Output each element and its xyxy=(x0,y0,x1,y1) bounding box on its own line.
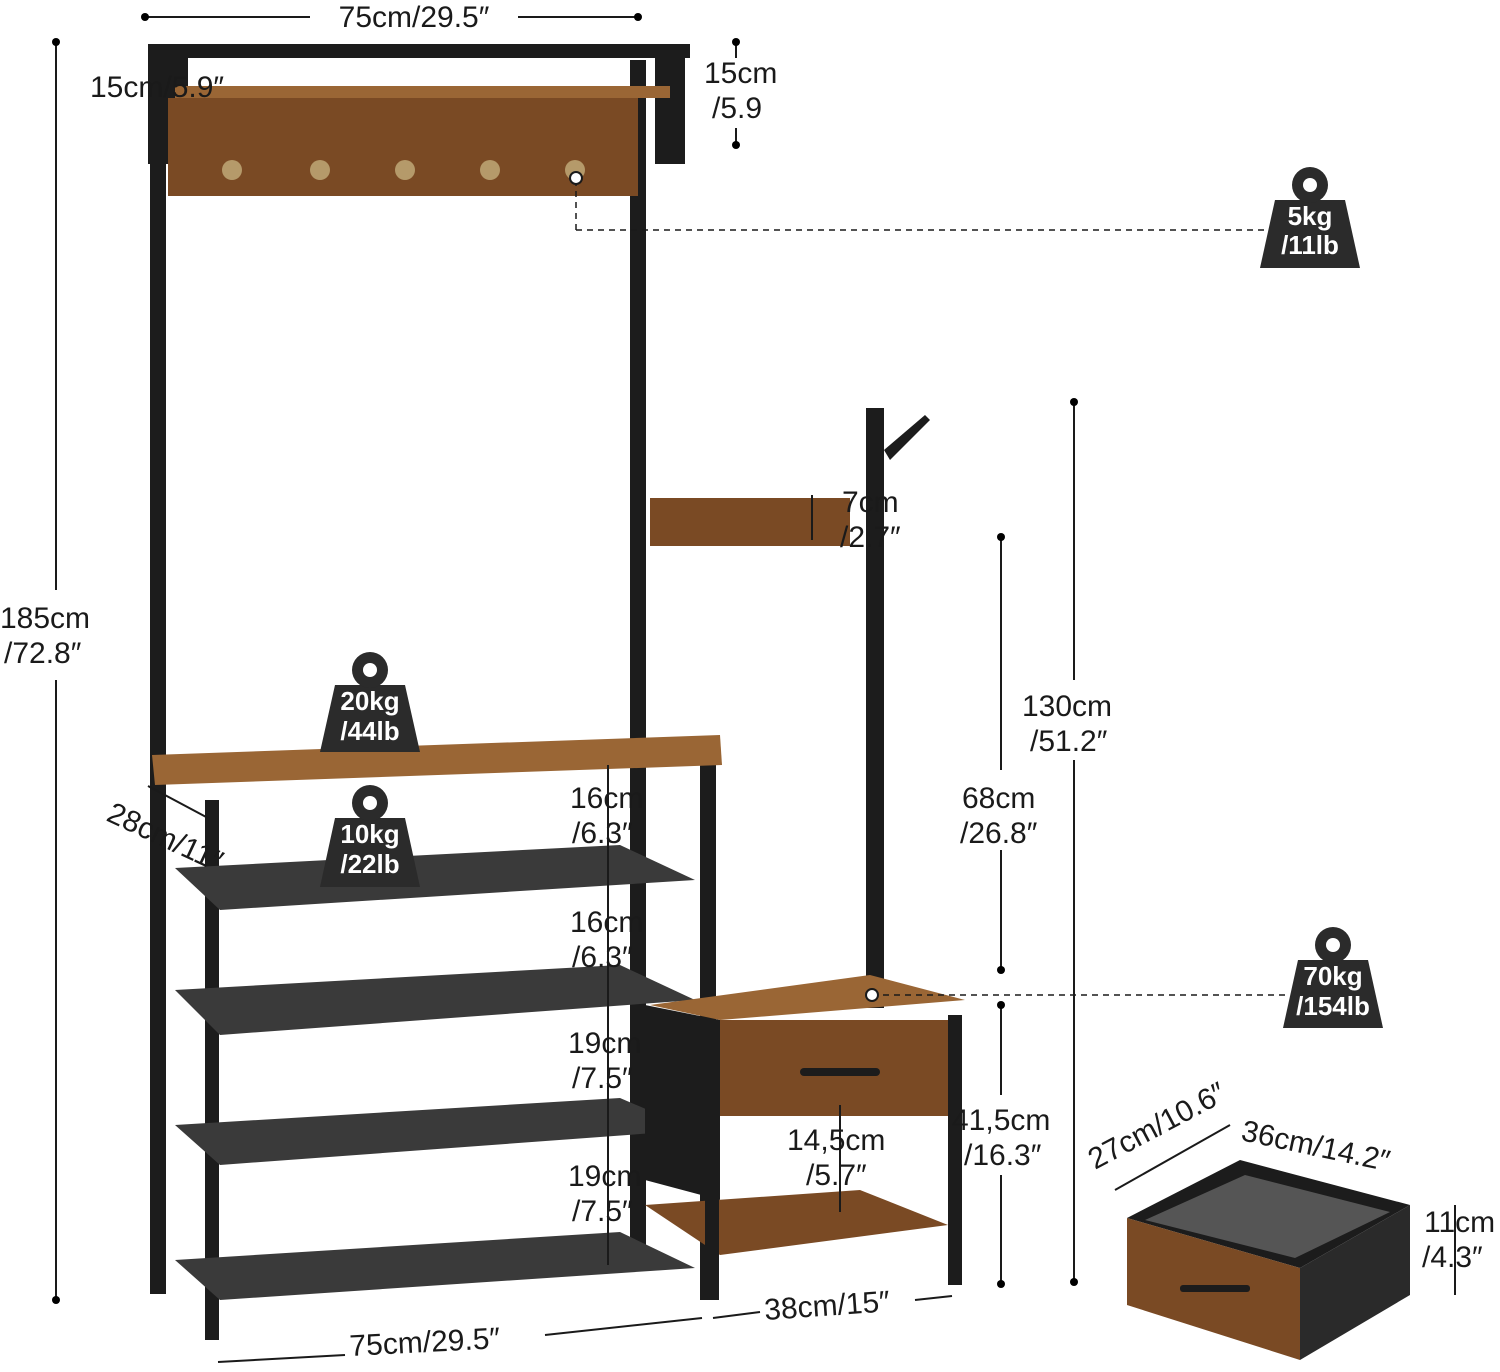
bench-total-height-line1: 130cm xyxy=(1022,690,1112,723)
hook-board-height-line1: 7cm xyxy=(842,486,899,519)
drawer-box xyxy=(1127,1160,1410,1360)
top-shelf-load-line1: 20kg xyxy=(340,686,399,716)
top-shelf-depth-label: 15cm/5.9″ xyxy=(90,71,224,104)
hook-load-line2: /11lb xyxy=(1281,230,1339,260)
upper-bench-shelf xyxy=(152,735,722,785)
bench-post-height-line1: 68cm xyxy=(962,782,1035,815)
top-board-height-line1: 15cm xyxy=(704,57,777,90)
coat-hooks xyxy=(222,160,585,180)
shelf-gap-2-line2: /6.3″ xyxy=(572,941,633,974)
bench-height-line2: /16.3″ xyxy=(964,1139,1042,1172)
hook-load-line1: 5kg xyxy=(1288,201,1333,231)
top-width-label: 75cm/29.5″ xyxy=(339,1,490,34)
shelf-gap-1-line1: 16cm xyxy=(570,782,643,815)
hook-board-height-line2: /2.7″ xyxy=(840,521,901,554)
bench-post-height-line2: /26.8″ xyxy=(960,817,1038,850)
shelf-gap-2-line1: 16cm xyxy=(570,906,643,939)
shelf-gap-3-line1: 19cm xyxy=(568,1027,641,1060)
shelf-gap-4-line1: 19cm xyxy=(568,1160,641,1193)
drawer-depth-label: 27cm/10.6″ xyxy=(1083,1076,1232,1176)
bench-load-line1: 70kg xyxy=(1303,961,1362,991)
weight-tag-bench: 70kg /154lb xyxy=(1283,927,1383,1028)
shelf-gap-3-line2: /7.5″ xyxy=(572,1062,633,1095)
mesh-shelf-load-line2: /22lb xyxy=(340,849,399,879)
bench-load-line2: /154lb xyxy=(1296,991,1370,1021)
drawer-height-line1: 11cm xyxy=(1424,1206,1495,1239)
mesh-shelf-load-line1: 10kg xyxy=(340,819,399,849)
bench-unit xyxy=(645,408,965,1300)
bench-depth-label: 38cm/15″ xyxy=(763,1285,891,1327)
drawer-height-line2: /4.3″ xyxy=(1422,1241,1483,1274)
weight-tag-top-shelf: 20kg /44lb xyxy=(320,652,420,752)
weight-tag-mesh-shelf: 10kg /22lb xyxy=(320,785,420,887)
bottom-width-label: 75cm/29.5″ xyxy=(349,1322,502,1363)
bench-shelf-gap-line2: /5.7″ xyxy=(806,1159,867,1192)
total-height-line1: 185cm xyxy=(0,602,90,635)
mesh-shelves xyxy=(175,845,695,1300)
weight-tag-hook: 5kg /11lb xyxy=(1260,167,1360,268)
top-shelf-load-line2: /44lb xyxy=(340,716,399,746)
shelf-gap-4-line2: /7.5″ xyxy=(572,1195,633,1228)
top-board-height-line2: /5.9 xyxy=(712,92,762,125)
top-shelf-board xyxy=(168,86,670,196)
bench-shelf-gap-line1: 14,5cm xyxy=(787,1124,885,1157)
bench-total-height-line2: /51.2″ xyxy=(1030,725,1108,758)
dimension-lines xyxy=(52,13,1456,1363)
bench-height-line1: 41,5cm xyxy=(952,1104,1050,1137)
total-height-line2: /72.8″ xyxy=(4,637,82,670)
shelf-gap-1-line2: /6.3″ xyxy=(572,817,633,850)
